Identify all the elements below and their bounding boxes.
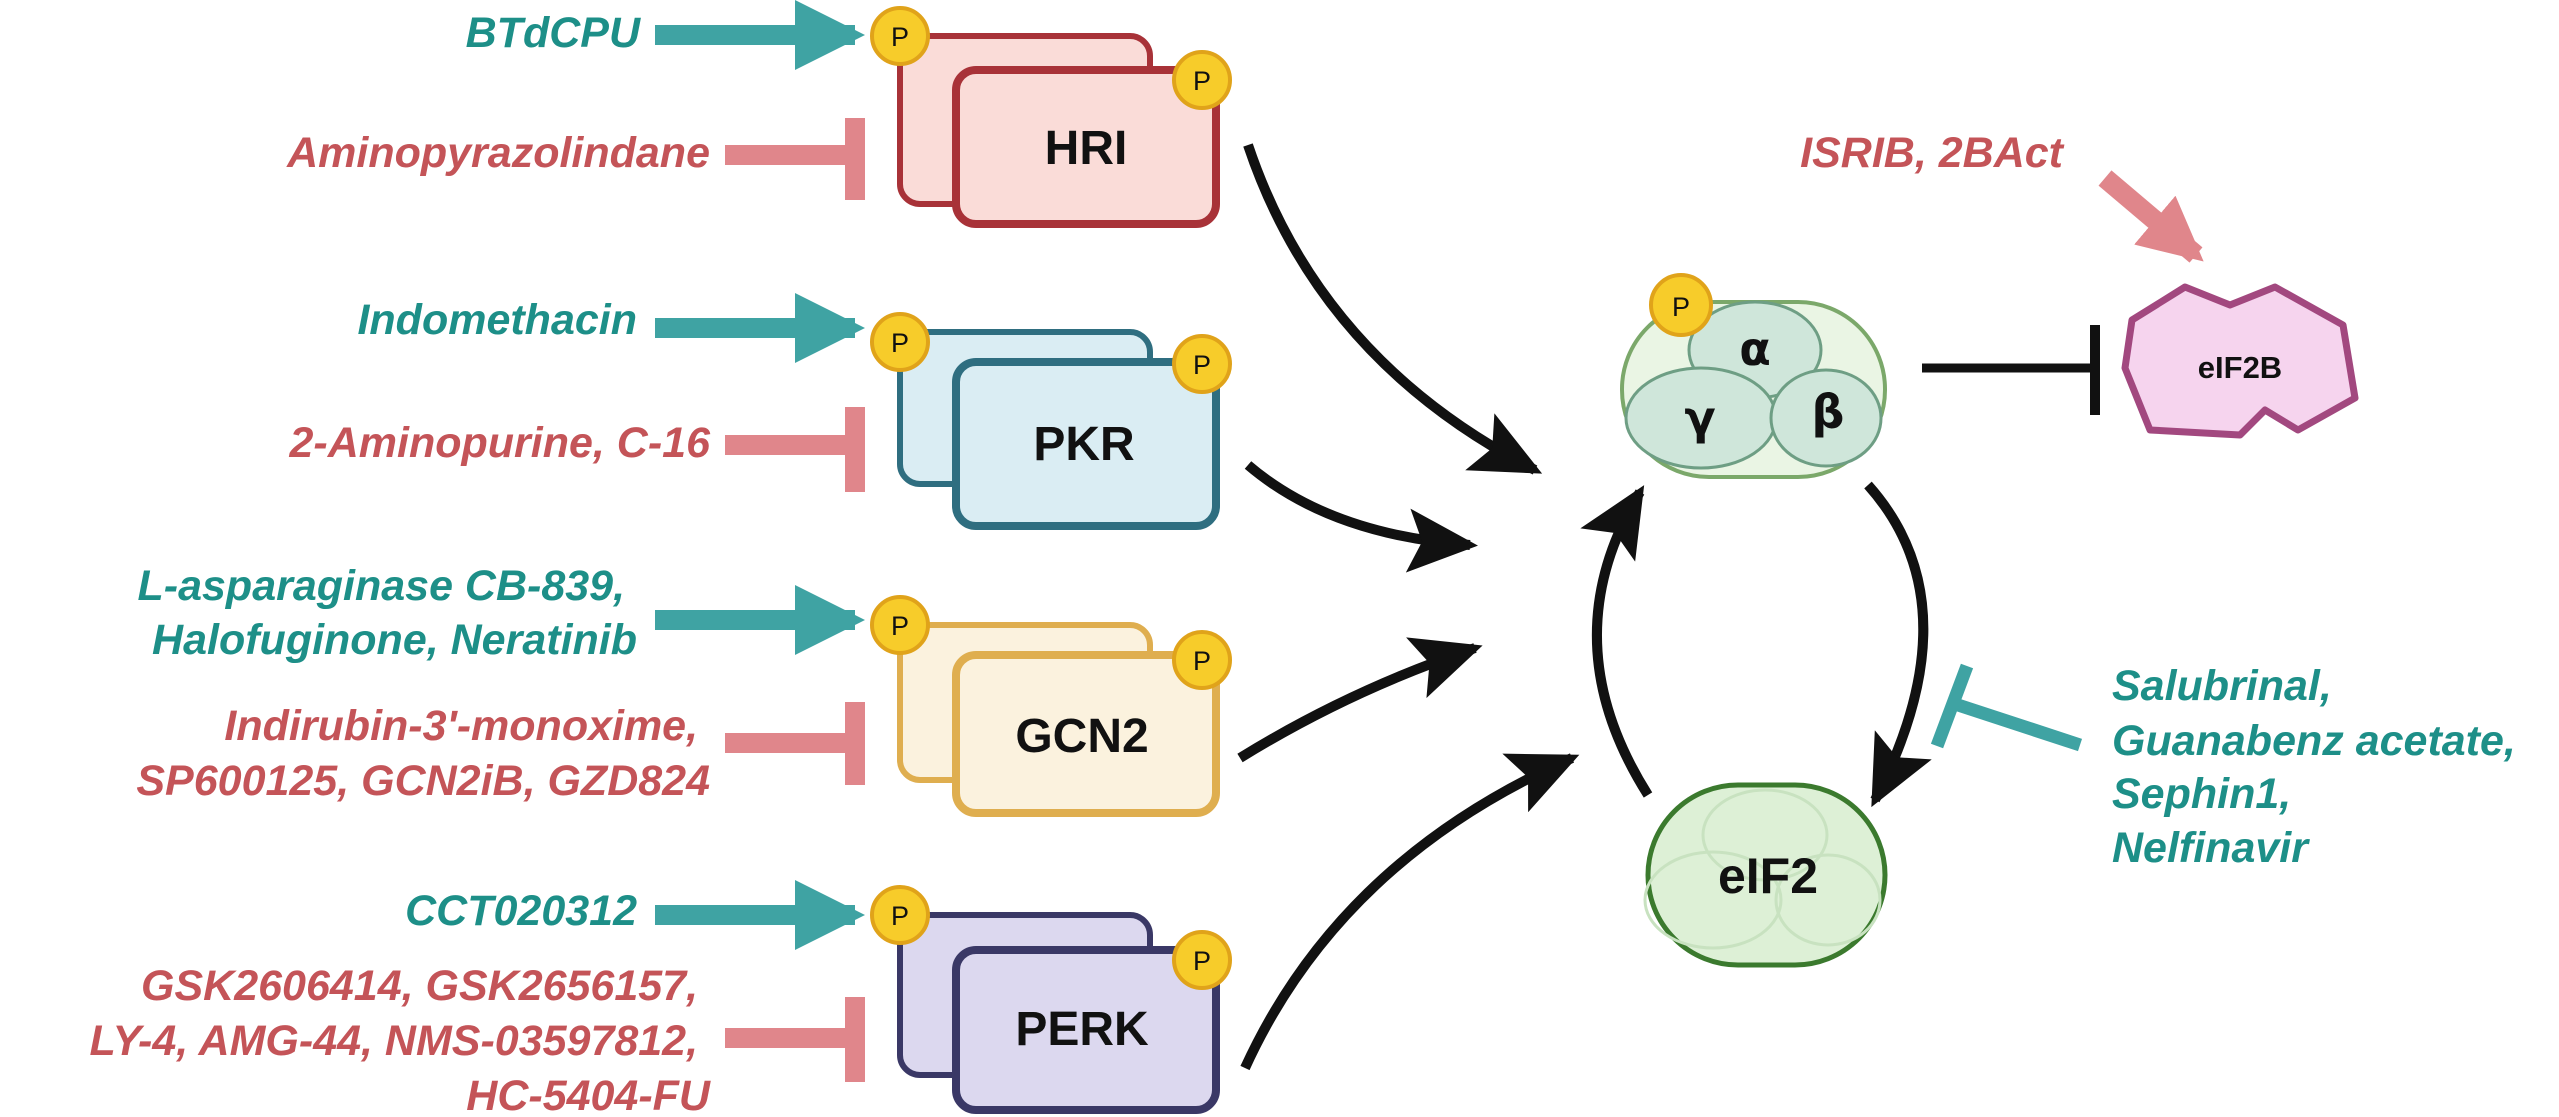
perk-to-complex-arrow xyxy=(1240,753,1580,1071)
phosphorylation-arrow xyxy=(1580,485,1653,798)
eif2b-group: ISRIB, 2BAct eIF2B xyxy=(1800,129,2359,439)
phospho-icon: P xyxy=(1172,50,1232,110)
hri-label: HRI xyxy=(1045,122,1128,175)
phospho-label: P xyxy=(1193,946,1211,976)
dephos-inhibition-bar xyxy=(1930,663,1974,749)
eif2-subunit-shadows xyxy=(1643,788,1882,950)
phospho-icon: P xyxy=(1172,930,1232,990)
perk-inhibitor-line: HC-5404-FU xyxy=(466,1072,711,1117)
phospho-icon: P xyxy=(870,6,930,66)
perk-inhibitor-line: GSK2606414, GSK2656157, xyxy=(141,962,698,1010)
eif2b-label: eIF2B xyxy=(2198,350,2282,385)
pkr-inhibitor-line: 2-Aminopurine, C-16 xyxy=(289,419,712,467)
cycle-arrows xyxy=(1580,481,1932,808)
dephos-inhibition-line xyxy=(1955,698,2083,752)
perk-front-card xyxy=(952,946,1220,1114)
perk-activator-line: CCT020312 xyxy=(405,887,637,935)
dephosphorylation-arrow xyxy=(1864,481,1932,808)
perk-label: PERK xyxy=(1015,1003,1149,1056)
eif2b-activation-arrow xyxy=(2098,170,2204,263)
gcn2-to-complex-arrow xyxy=(1237,637,1483,763)
pkr-inhibitor-text: 2-Aminopurine, C-16 xyxy=(289,419,712,467)
phospho-label: P xyxy=(1193,646,1211,676)
gcn2-group: L-asparaginase CB-839, Halofuginone, Ner… xyxy=(136,562,1232,817)
dephos-inhibitor-line: Guanabenz acetate, xyxy=(2112,717,2516,765)
phospho-icon: P xyxy=(870,885,930,945)
hri-inhibition-bar xyxy=(725,118,865,200)
phospho-icon: P xyxy=(870,595,930,655)
hri-inhibitor-text: Aminopyrazolindane xyxy=(286,129,710,177)
hri-front-card xyxy=(952,66,1220,228)
gcn2-label: GCN2 xyxy=(1015,710,1148,763)
alpha-label: α xyxy=(1739,322,1771,376)
pkr-inhibition-bar xyxy=(725,407,865,492)
perk-inhibitor-text: GSK2606414, GSK2656157, LY-4, AMG-44, NM… xyxy=(89,962,710,1117)
phospho-label: P xyxy=(891,901,909,931)
dephos-inhibitor-text: Salubrinal, Guanabenz acetate, Sephin1, … xyxy=(2112,662,2528,872)
complex-inhibits-eif2b xyxy=(1922,325,2100,415)
gamma-label: γ xyxy=(1684,391,1715,445)
pkr-front-card xyxy=(952,358,1220,530)
dephos-inhibition: Salubrinal, Guanabenz acetate, Sephin1, … xyxy=(1930,662,2528,872)
perk-group: CCT020312 GSK2606414, GSK2656157, LY-4, … xyxy=(89,880,1232,1117)
pkr-to-complex-arrow xyxy=(1244,461,1478,573)
gcn2-inhibitor-line: SP600125, GCN2iB, GZD824 xyxy=(136,757,710,805)
phospho-label: P xyxy=(1193,350,1211,380)
phospho-eif2-complex: α γ β P xyxy=(1620,273,1887,479)
phospho-icon: P xyxy=(1172,334,1232,394)
pkr-group: Indomethacin 2-Aminopurine, C-16 PKR P P xyxy=(289,293,1232,530)
phospho-label: P xyxy=(1193,66,1211,96)
beta-label: β xyxy=(1812,385,1845,439)
eif2b-shape xyxy=(2121,283,2359,439)
phospho-label: P xyxy=(891,611,909,641)
eif2b-activator-text: ISRIB, 2BAct xyxy=(1800,129,2065,177)
pkr-activator-line: Indomethacin xyxy=(357,296,637,344)
hri-group: BTdCPU Aminopyrazolindane HRI P P xyxy=(286,0,1232,228)
gcn2-activator-line: Halofuginone, Neratinib xyxy=(152,616,637,664)
pkr-label: PKR xyxy=(1033,418,1134,471)
eif2b-activator-line: ISRIB, 2BAct xyxy=(1800,129,2065,177)
hri-to-complex-arrow xyxy=(1243,143,1543,475)
perk-inhibition-bar xyxy=(725,997,865,1082)
phospho-icon: P xyxy=(1649,273,1713,337)
gcn2-inhibitor-line: Indirubin-3'-monoxime, xyxy=(224,702,698,750)
gcn2-inhibitor-text: Indirubin-3'-monoxime, SP600125, GCN2iB,… xyxy=(136,702,710,805)
eif2-label: eIF2 xyxy=(1718,848,1818,904)
dephos-inhibitor-line: Sephin1, xyxy=(2112,770,2291,818)
pkr-activator-text: Indomethacin xyxy=(357,296,637,344)
hri-activator-text: BTdCPU xyxy=(466,9,641,57)
gcn2-inhibition-bar xyxy=(725,702,865,785)
phospho-icon: P xyxy=(870,312,930,372)
dephos-inhibitor-line: Salubrinal, xyxy=(2112,662,2332,710)
phospho-icon: P xyxy=(1172,630,1232,690)
phospho-label: P xyxy=(1672,292,1690,322)
gcn2-front-card xyxy=(952,651,1220,817)
beta-subunit xyxy=(1769,368,1883,468)
gcn2-activator-line: L-asparaginase CB-839, xyxy=(138,562,626,610)
hri-inhibitor-line: Aminopyrazolindane xyxy=(286,129,710,177)
kinase-to-complex-arrows xyxy=(1237,143,1580,1071)
dephos-inhibitor-line: Nelfinavir xyxy=(2112,824,2310,872)
gcn2-activator-text: L-asparaginase CB-839, Halofuginone, Ner… xyxy=(138,562,637,664)
hri-activator-line: BTdCPU xyxy=(466,9,641,57)
phospho-label: P xyxy=(891,328,909,358)
phospho-label: P xyxy=(891,22,909,52)
perk-inhibitor-line: LY-4, AMG-44, NMS-03597812, xyxy=(89,1017,698,1065)
perk-activator-text: CCT020312 xyxy=(405,887,637,935)
eif2-group: eIF2 xyxy=(1643,782,1888,968)
